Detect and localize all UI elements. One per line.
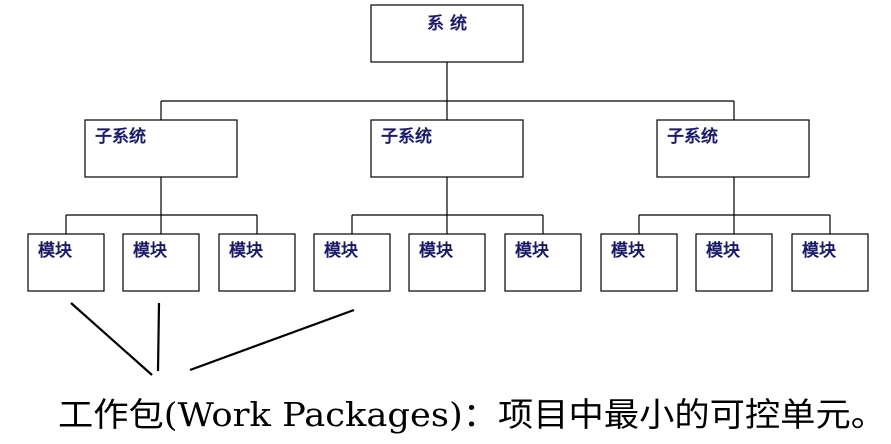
module-label: 模块 [229, 240, 264, 261]
subsystem-node-1: 子系统 [84, 119, 238, 178]
module-node: 模块 [695, 233, 773, 292]
module-label: 模块 [38, 240, 73, 261]
module-node: 模块 [313, 233, 391, 292]
module-node: 模块 [408, 233, 486, 292]
module-node: 模块 [504, 233, 582, 292]
root-label: 系 统 [427, 13, 467, 34]
pointer-line [70, 302, 153, 376]
module-label: 模块 [802, 240, 837, 261]
module-label: 模块 [611, 240, 646, 261]
pointer-line [189, 308, 355, 372]
subsystem-label: 子系统 [381, 126, 432, 147]
subsystem-label: 子系统 [667, 126, 718, 147]
module-label: 模块 [324, 240, 359, 261]
module-label: 模块 [133, 240, 168, 261]
module-label: 模块 [706, 240, 741, 261]
pointer-line [156, 302, 161, 372]
module-node: 模块 [27, 233, 105, 292]
work-package-pointers [70, 302, 355, 376]
module-node: 模块 [791, 233, 869, 292]
root-node: 系 统 [370, 4, 524, 63]
subsystem-node-3: 子系统 [656, 119, 810, 178]
work-package-caption: 工作包(Work Packages)：项目中最小的可控单元。 [58, 395, 886, 434]
module-node: 模块 [122, 233, 200, 292]
module-label: 模块 [515, 240, 550, 261]
subsystem-label: 子系统 [95, 126, 146, 147]
module-node: 模块 [600, 233, 678, 292]
module-node: 模块 [218, 233, 296, 292]
module-label: 模块 [419, 240, 454, 261]
connectors [65, 62, 831, 234]
subsystem-node-2: 子系统 [370, 119, 524, 178]
